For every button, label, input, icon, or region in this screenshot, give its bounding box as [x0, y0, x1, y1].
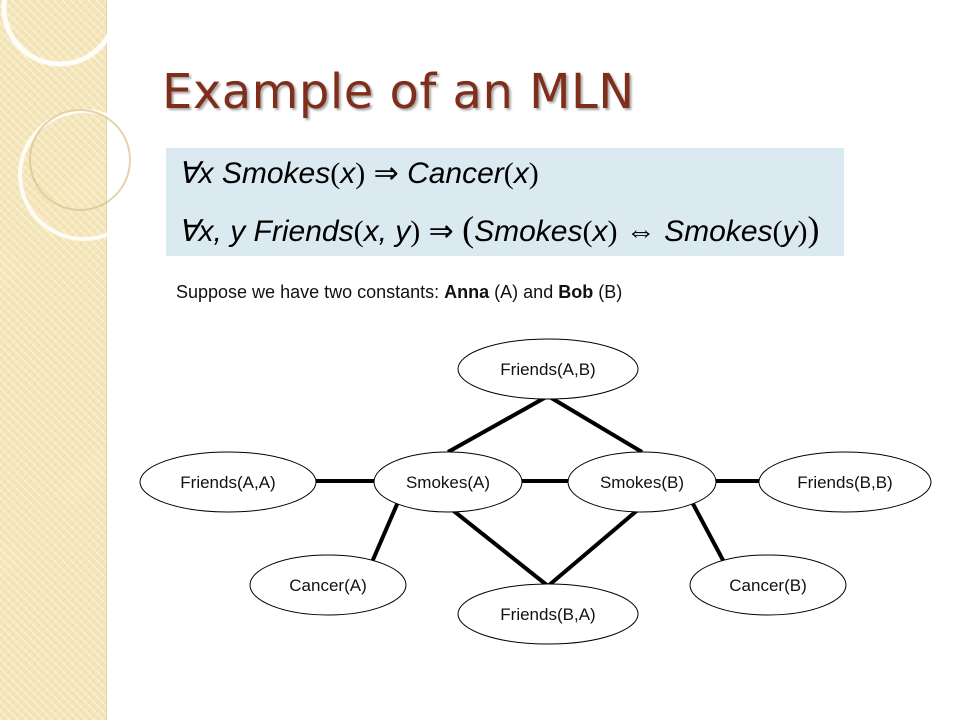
node-smokes-a-label: Smokes(A)	[406, 473, 490, 492]
formula-1-lhs: Smokes	[221, 157, 331, 190]
node-friends-ab: Friends(A,B)	[457, 338, 639, 400]
node-friends-bb-shape	[758, 451, 932, 513]
node-friends-ab-label: Friends(A,B)	[500, 360, 595, 379]
node-friends-bb: Friends(B,B)	[758, 451, 932, 513]
node-friends-ba-shape	[457, 583, 639, 645]
edge-smokesA-cancerA	[370, 501, 400, 563]
deco-circle-inner	[29, 109, 131, 211]
node-friends-ab-shape	[457, 338, 639, 400]
node-friends-aa: Friends(A,A)	[139, 451, 317, 513]
formula-2-lhs-arg: x, y	[363, 215, 411, 248]
node-friends-aa-shape	[139, 451, 317, 513]
formula-1-lhs-arg: x	[340, 157, 356, 190]
formula-box: ∀x Smokes(x) ⇒ Cancer(x) ∀x, y Friends(x…	[166, 148, 844, 256]
node-friends-aa-label: Friends(A,A)	[180, 473, 275, 492]
node-friends-ba-label: Friends(B,A)	[500, 605, 595, 624]
node-cancer-a: Cancer(A)	[249, 554, 407, 616]
formula-2-quantifier: ∀x, y	[178, 215, 246, 248]
formula-2-connective: ⇒	[428, 215, 454, 248]
constant-anna-abbr: (A) and	[489, 282, 559, 302]
formula-2-inner-connective: ⇔	[625, 215, 656, 248]
network-edges	[315, 394, 762, 588]
node-smokes-b: Smokes(B)	[567, 451, 717, 513]
formula-2-rhs-right: Smokes	[664, 215, 773, 248]
formula-1-quantifier: ∀x	[178, 157, 214, 190]
node-friends-ba: Friends(B,A)	[457, 583, 639, 645]
edge-friendsBA-smokesB	[546, 506, 642, 588]
deco-circle-top	[1, 0, 119, 67]
intro-prefix: Suppose we have two constants:	[176, 282, 445, 302]
node-cancer-a-label: Cancer(A)	[289, 576, 366, 595]
formula-2-rhs-left: Smokes	[474, 215, 583, 248]
decorative-circles	[1, 0, 150, 241]
edge-smokesB-cancerB	[690, 501, 726, 563]
formula-1-rhs: Cancer	[407, 157, 504, 190]
node-smokes-b-label: Smokes(B)	[600, 473, 684, 492]
constant-anna: Anna	[444, 282, 490, 302]
formula-2-rhs-right-arg: y	[782, 215, 798, 248]
constant-bob-abbr: (B)	[593, 282, 623, 302]
node-cancer-b-label: Cancer(B)	[729, 576, 806, 595]
formula-1-rhs-arg: x	[513, 157, 529, 190]
node-smokes-b-shape	[567, 451, 717, 513]
node-cancer-b: Cancer(B)	[689, 554, 847, 616]
node-smokes-a-shape	[373, 451, 523, 513]
formula-2-lhs: Friends	[253, 215, 354, 248]
intro-text: Suppose we have two constants: Anna (A) …	[176, 282, 622, 303]
slide-title: Example of an MLN	[162, 64, 635, 120]
node-cancer-b-shape	[689, 554, 847, 616]
constant-bob: Bob	[558, 282, 594, 302]
node-friends-bb-label: Friends(B,B)	[797, 473, 892, 492]
edge-smokesA-friendsBA	[448, 506, 550, 588]
formula-2-rhs-left-arg: x	[592, 215, 608, 248]
node-cancer-a-shape	[249, 554, 407, 616]
node-smokes-a: Smokes(A)	[373, 451, 523, 513]
formula-2: ∀x, y Friends(x, y) ⇒ (Smokes(x) ⇔ Smoke…	[178, 209, 820, 249]
edge-smokesA-friendsAB	[447, 394, 549, 454]
formula-1: ∀x Smokes(x) ⇒ Cancer(x)	[178, 157, 539, 190]
formula-1-connective: ⇒	[373, 157, 399, 190]
edge-friendsAB-smokesB	[546, 394, 644, 454]
